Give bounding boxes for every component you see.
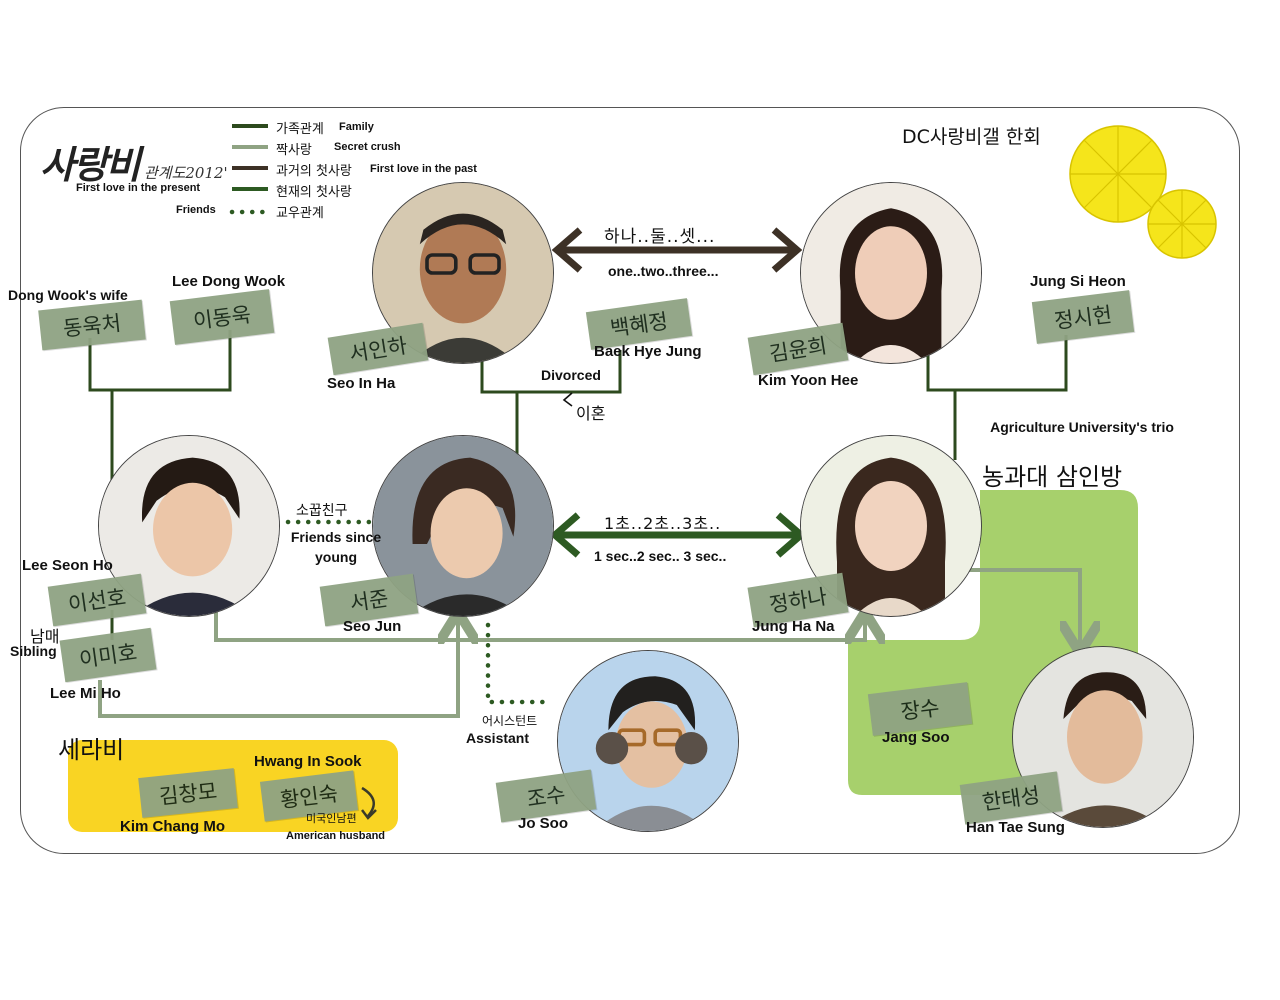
legend-pastlove-ko: 과거의 첫사랑: [276, 164, 352, 179]
label-jang-soo: Jang Soo: [882, 729, 950, 746]
assistant-en: Assistant: [466, 730, 530, 746]
logo: 사랑비 관계도2012': [40, 134, 228, 189]
label-dong-wook-wife: Dong Wook's wife: [8, 287, 128, 303]
legend-family-ko: 가족관계: [276, 122, 324, 137]
legend-crush-en: Secret crush: [334, 141, 401, 153]
trio-en: Agriculture University's trio: [990, 419, 1174, 435]
past-love-arrow: [551, 227, 803, 273]
legend-pastlove-en: First love in the past: [370, 163, 477, 175]
husband-ko: 미국인남편: [306, 812, 357, 825]
logo-subtitle: 관계도2012': [143, 164, 228, 182]
label-lee-seon-ho: Lee Seon Ho: [22, 557, 113, 574]
legend-friends-ko: 교우관계: [276, 206, 324, 221]
husband-arrow: [361, 786, 375, 817]
legend-swatches: [232, 124, 268, 191]
label-seo-jun: Seo Jun: [343, 618, 402, 635]
sibling-ko: 남매: [30, 627, 60, 646]
label-jung-ha-na: Jung Ha Na: [752, 618, 835, 635]
label-kim-yoon-hee: Kim Yoon Hee: [758, 372, 859, 389]
legend-family-en: Family: [339, 121, 374, 133]
trio-ko: 농과대 삼인방: [982, 463, 1123, 491]
past-love-ko: 하나..둘..셋...: [604, 227, 716, 247]
divorced-en: Divorced: [541, 367, 601, 383]
legend-crush-ko: 짝사랑: [276, 143, 312, 158]
logo-title: 사랑비: [40, 142, 141, 187]
serabi-title: 세라비: [58, 736, 125, 764]
divorced-ko: 이혼: [576, 404, 606, 423]
label-lee-dong-wook: Lee Dong Wook: [172, 273, 286, 290]
crush-lines: [98, 568, 1080, 718]
past-love-en: one..two..three...: [608, 263, 719, 279]
divorce-squiggle: [562, 392, 573, 407]
portrait-kim-yoon-hee: [800, 182, 982, 364]
friends-young-ko: 소꿉친구: [296, 503, 348, 519]
label-han-tae-sung: Han Tae Sung: [966, 819, 1065, 836]
label-seo-in-ha: Seo In Ha: [327, 375, 396, 392]
credit-text: DC사랑비갤 한회: [902, 126, 1041, 148]
friends-lines: [229, 209, 553, 705]
husband-en: American husband: [286, 830, 386, 842]
label-jung-si-heon: Jung Si Heon: [1030, 273, 1126, 290]
portrait-lee-seon-ho: [98, 435, 280, 617]
friends-young-en: Friends since young: [290, 529, 382, 565]
label-baek-hye-jung: Baek Hye Jung: [594, 343, 702, 360]
assistant-ko: 어시스턴트: [482, 714, 538, 728]
sibling-en: Sibling: [10, 643, 57, 659]
present-love-en: 1 sec..2 sec.. 3 sec..: [594, 548, 727, 564]
legend-presentlove-ko: 현재의 첫사랑: [276, 185, 352, 200]
label-jo-soo: Jo Soo: [518, 815, 569, 832]
label-kim-chang-mo: Kim Chang Mo: [120, 818, 225, 835]
label-lee-mi-ho: Lee Mi Ho: [50, 685, 121, 702]
label-hwang-in-sook: Hwang In Sook: [254, 753, 362, 770]
logo-tagline: First love in the present: [76, 182, 201, 194]
present-love-ko: 1초..2초..3초..: [604, 514, 722, 533]
legend-friends-en: Friends: [176, 204, 216, 216]
umbrella-icon: [1069, 125, 1217, 259]
